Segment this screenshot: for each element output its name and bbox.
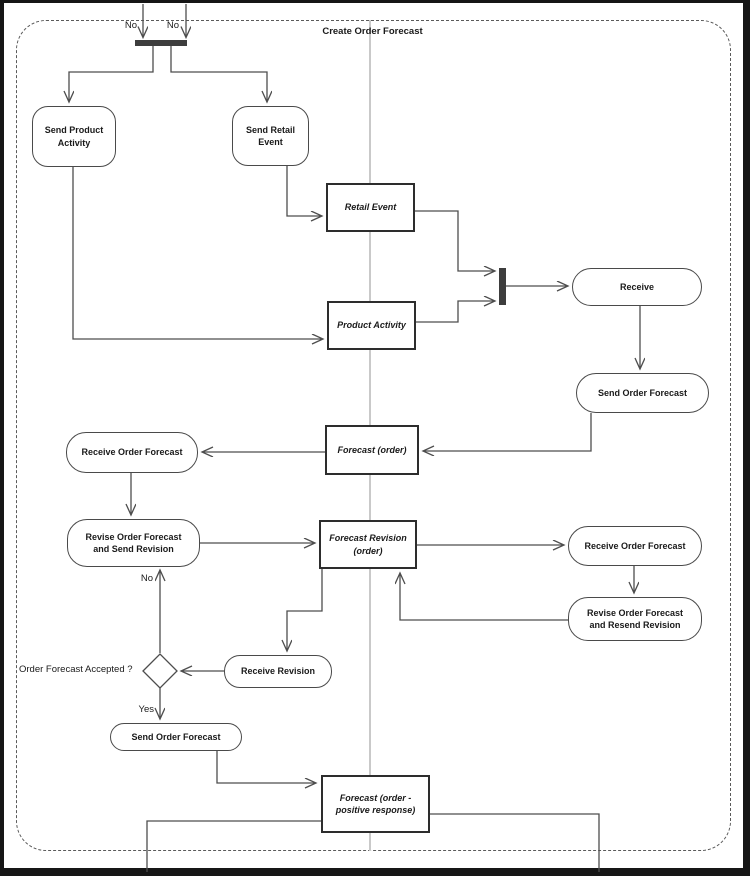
flow-forecast-revision-to-receive-revision — [287, 569, 323, 650]
activity-send-order-forecast-right: Send Order Forecast — [576, 373, 709, 413]
flow-forecast-positive-exit-right — [430, 813, 600, 872]
flow-send-product-activity-to-product-activity — [72, 167, 322, 339]
object-retail-event: Retail Event — [326, 183, 415, 232]
flow-send-order-forecast-to-forecast-order — [424, 413, 592, 451]
activity-revise-order-forecast-resend: Revise Order Forecast and Resend Revisio… — [568, 597, 702, 641]
activity-receive-order-forecast-right: Receive Order Forecast — [568, 526, 702, 566]
guard-no-entry-left: No — [124, 20, 137, 31]
activity-receive-revision: Receive Revision — [224, 655, 332, 688]
flow-fork-to-send-product-activity — [69, 46, 154, 101]
activity-receive-order-forecast-left: Receive Order Forecast — [66, 432, 198, 473]
diagram-title: Create Order Forecast — [322, 26, 423, 37]
activity-boundary — [16, 20, 731, 851]
flow-product-activity-to-join — [416, 301, 494, 323]
object-forecast-revision: Forecast Revision (order) — [319, 520, 417, 569]
activity-revise-order-forecast-send: Revise Order Forecast and Send Revision — [67, 519, 200, 567]
guard-decision-yes: Yes — [138, 704, 155, 715]
decision-diamond — [142, 653, 178, 689]
flow-retail-event-to-join — [415, 210, 494, 271]
flow-forecast-positive-exit-left — [146, 820, 321, 872]
flow-send-retail-event-to-retail-event — [286, 166, 321, 216]
object-product-activity: Product Activity — [327, 301, 416, 350]
flow-revise-resend-to-forecast-revision — [400, 574, 568, 621]
join-bar — [499, 268, 506, 305]
activity-send-retail-event: Send Retail Event — [232, 106, 309, 166]
object-forecast-order: Forecast (order) — [325, 425, 419, 475]
flow-send-of-to-forecast-positive — [216, 751, 315, 783]
activity-receive: Receive — [572, 268, 702, 306]
activity-send-order-forecast-bottom: Send Order Forecast — [110, 723, 242, 751]
flow-fork-to-send-retail-event — [170, 46, 267, 101]
fork-bar — [135, 40, 187, 46]
object-forecast-positive: Forecast (order - positive response) — [321, 775, 430, 833]
guard-no-entry-right: No — [166, 20, 179, 31]
guard-decision-no: No — [140, 573, 153, 584]
decision-question-label: Order Forecast Accepted ? — [19, 664, 133, 675]
activity-send-product-activity: Send Product Activity — [32, 106, 116, 167]
